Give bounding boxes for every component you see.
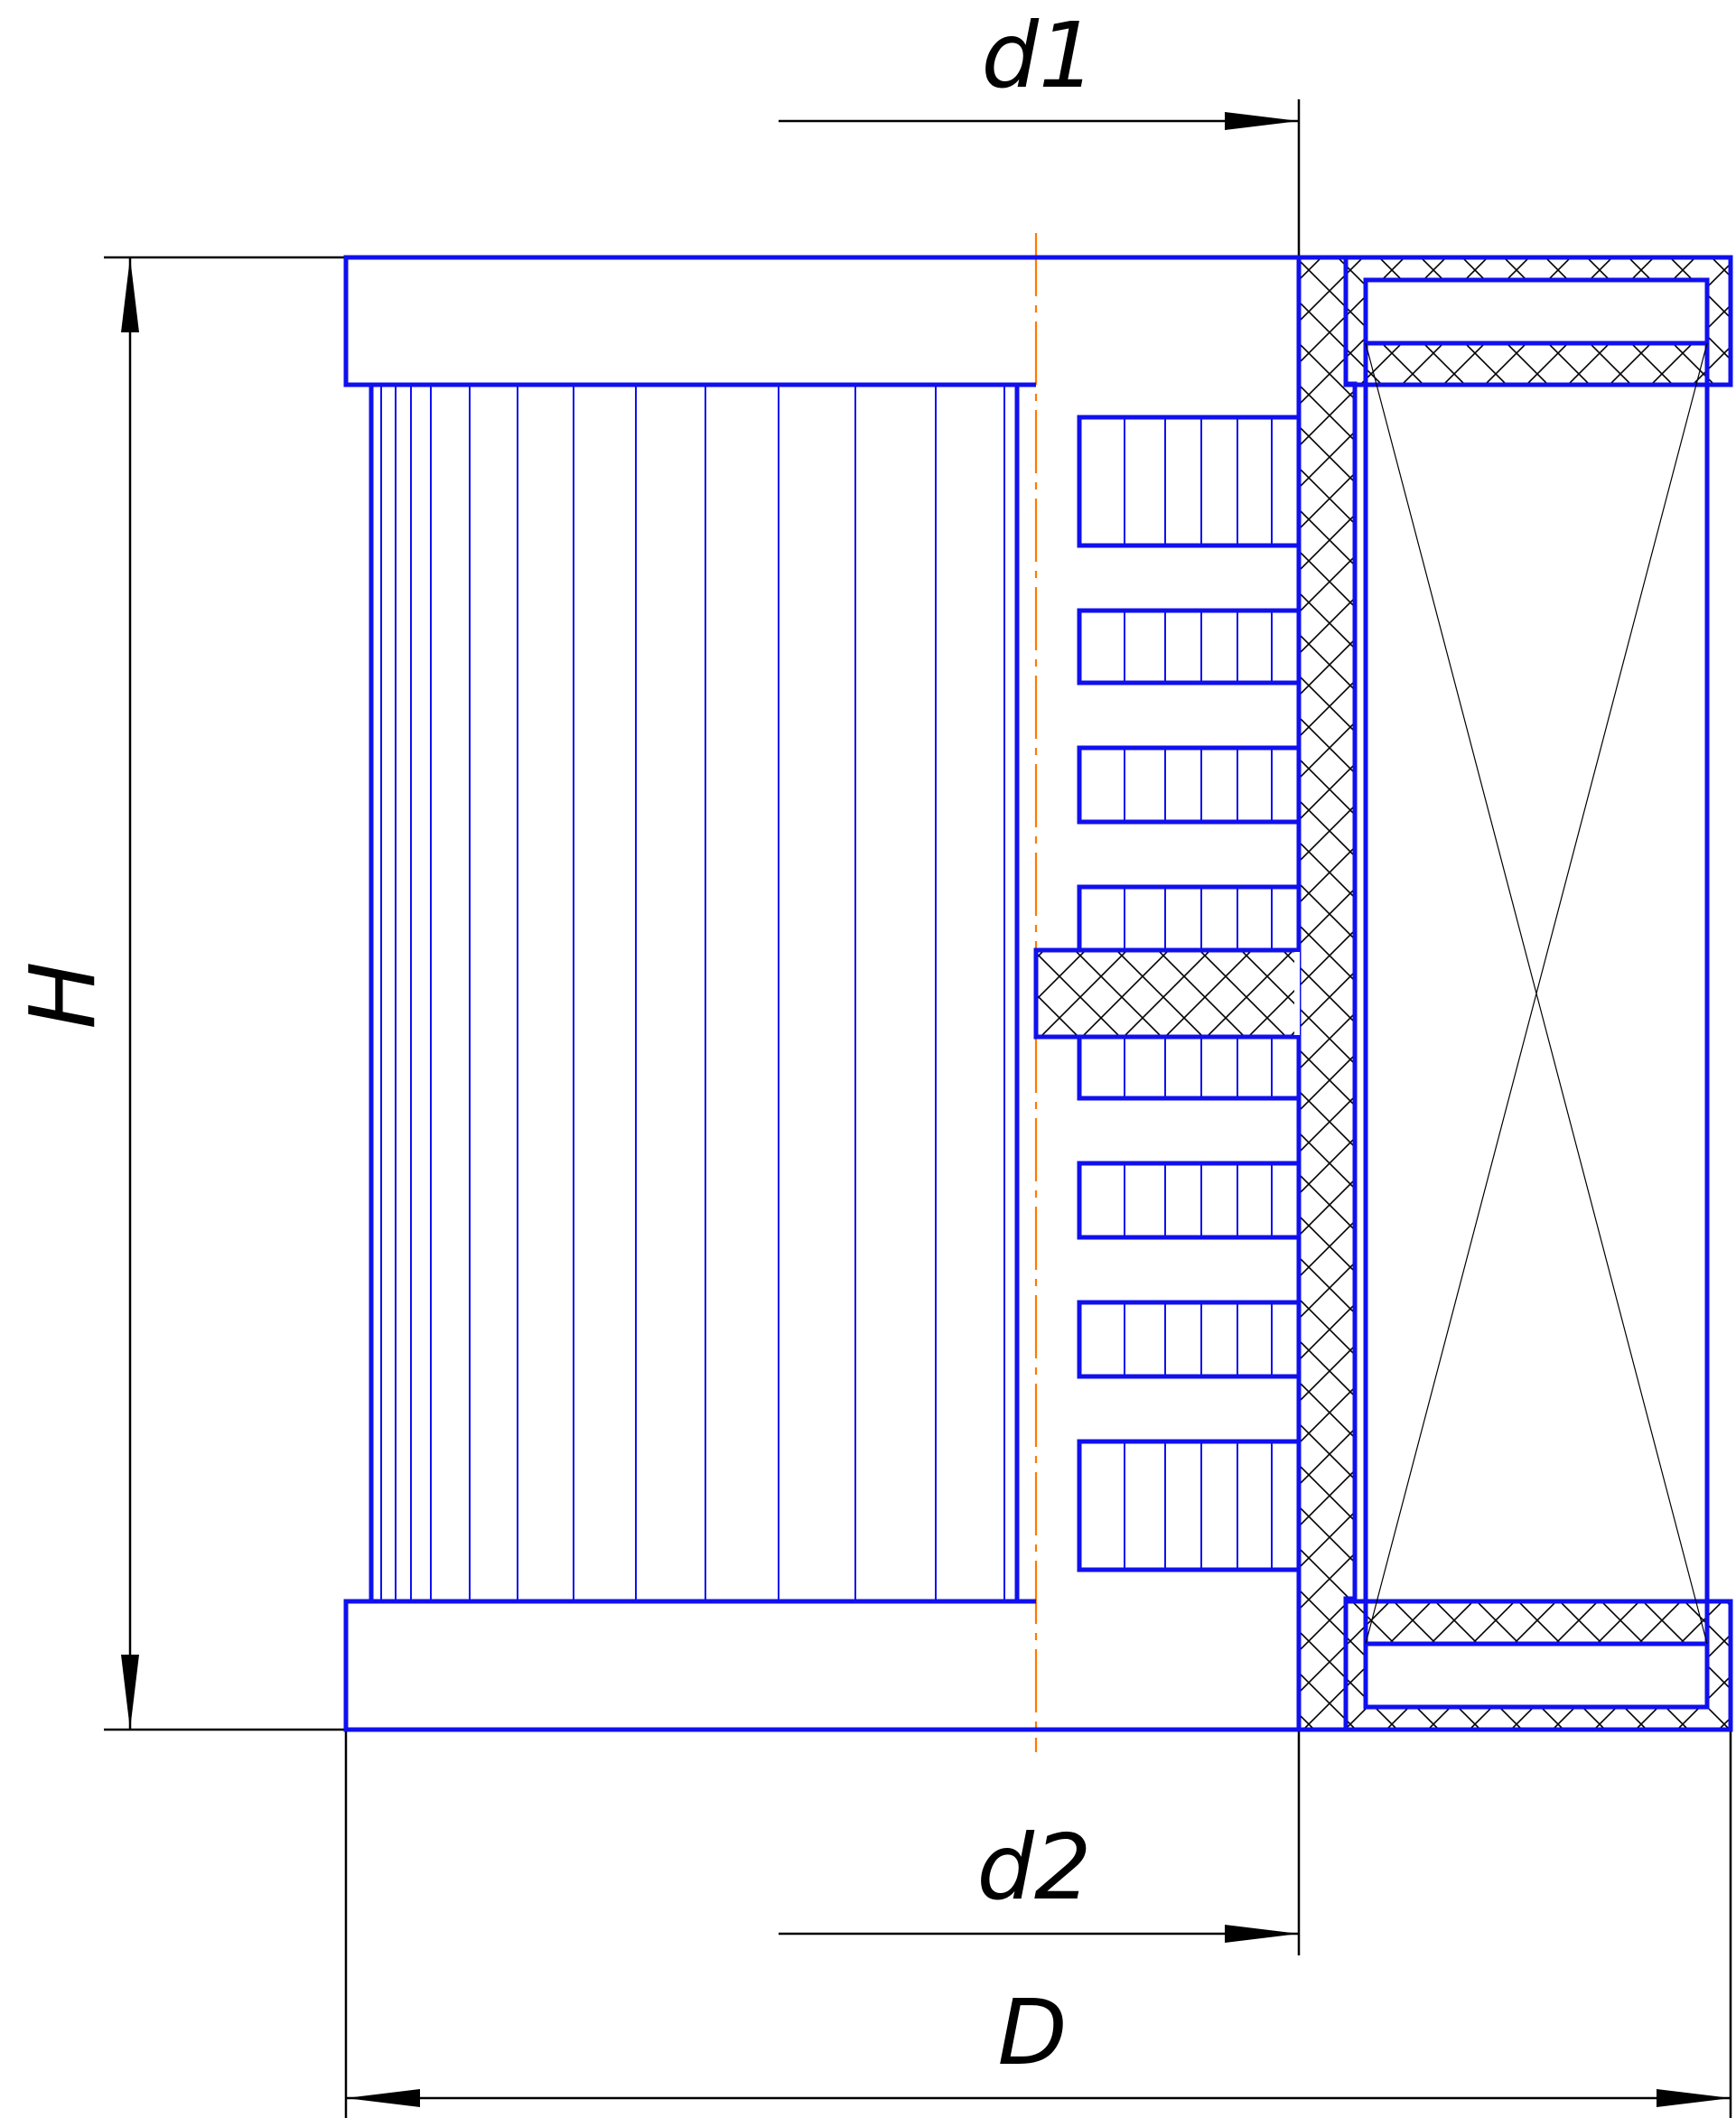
top-cap-section	[1343, 255, 1733, 387]
dimension-d2: d2	[779, 1730, 1301, 1955]
filter-pleats	[380, 385, 1005, 1601]
label-D: D	[997, 1980, 1067, 2085]
top-end-cap	[343, 255, 1036, 387]
dimension-H: H	[10, 256, 346, 1731]
label-H: H	[10, 961, 116, 1029]
dimension-d1: d1	[779, 3, 1301, 257]
support-rib-section	[1033, 947, 1302, 1040]
bottom-cap-section	[1343, 1599, 1733, 1732]
label-d1: d1	[981, 3, 1096, 108]
label-d2: d2	[976, 1814, 1091, 1920]
filter-exterior-view	[343, 255, 1036, 1732]
perforation-slots	[1077, 415, 1299, 1572]
filter-section-view	[1033, 255, 1733, 1732]
pleat-pack-section	[1363, 341, 1710, 1647]
dimension-D: D	[344, 1730, 1732, 2118]
core-tube-section	[1296, 255, 1358, 1732]
bottom-end-cap	[343, 1599, 1036, 1732]
